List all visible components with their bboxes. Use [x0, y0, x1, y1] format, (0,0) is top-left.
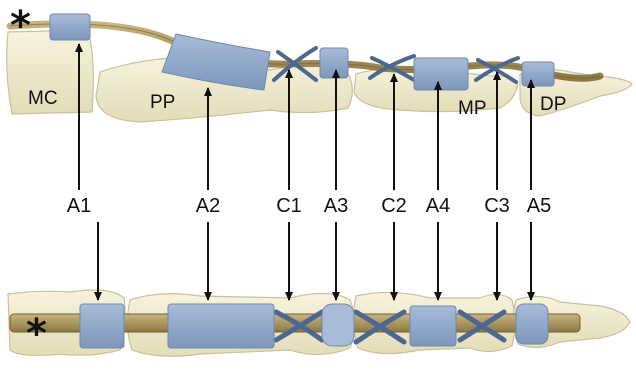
a1-pulley-top	[50, 14, 90, 40]
a5-pulley-top	[522, 62, 554, 86]
a4-pulley-bottom	[410, 306, 456, 346]
a1-pulley-bottom	[80, 304, 124, 348]
pulley-label-a4: A4	[423, 195, 453, 218]
palmar-view	[8, 290, 630, 356]
a2-pulley-bottom	[168, 304, 274, 348]
pulley-label-c3: C3	[481, 195, 513, 218]
bone-label-mc: MC	[28, 88, 58, 110]
pulley-label-a2: A2	[193, 195, 223, 218]
pulley-label-c2: C2	[378, 195, 410, 218]
bone-label-mp: MP	[458, 98, 487, 120]
a3-pulley-top	[320, 48, 348, 78]
lateral-view	[7, 14, 632, 122]
pulley-label-a3: A3	[321, 195, 351, 218]
asterisk-marker-top: *	[10, 6, 31, 46]
asterisk-marker-bottom: *	[26, 314, 47, 354]
a5-pulley-bottom	[516, 304, 548, 344]
a3-pulley-bottom	[322, 304, 354, 346]
bone-label-dp: DP	[540, 94, 566, 116]
pulley-label-a1: A1	[64, 195, 94, 218]
pulley-label-c1: C1	[273, 195, 305, 218]
pulley-label-a5: A5	[524, 195, 554, 218]
a4-pulley-top	[414, 58, 468, 90]
bone-label-pp: PP	[150, 92, 175, 114]
